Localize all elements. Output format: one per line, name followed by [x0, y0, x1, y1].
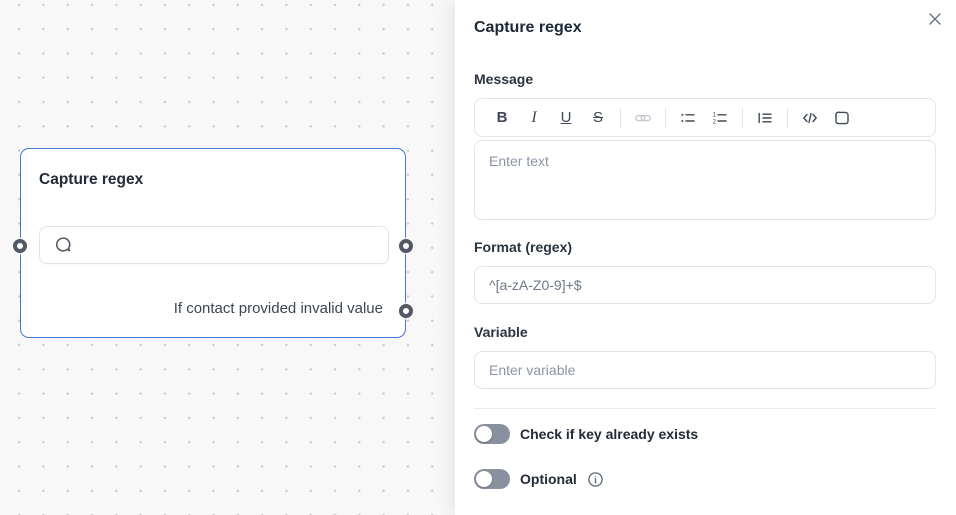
- italic-button[interactable]: I: [521, 105, 547, 131]
- close-icon: [927, 11, 943, 27]
- link-button[interactable]: [630, 105, 656, 131]
- link-icon: [634, 109, 652, 127]
- format-regex-label: Format (regex): [474, 239, 573, 255]
- input-port-left[interactable]: [13, 239, 27, 253]
- blockquote-button[interactable]: [752, 105, 778, 131]
- bold-button[interactable]: B: [489, 105, 515, 131]
- format-regex-input[interactable]: [474, 266, 936, 304]
- strikethrough-button[interactable]: S: [585, 105, 611, 131]
- settings-panel: Capture regex Message B I U S: [455, 0, 956, 515]
- bulleted-list-button[interactable]: [675, 105, 701, 131]
- node-message-preview[interactable]: [39, 226, 389, 264]
- code-block-icon: [833, 109, 851, 127]
- section-divider: [474, 408, 936, 409]
- svg-text:2: 2: [713, 119, 717, 125]
- message-label: Message: [474, 71, 534, 87]
- toolbar-divider: [665, 107, 666, 128]
- numbered-list-button[interactable]: 1 2: [707, 105, 733, 131]
- check-key-toggle-row: Check if key already exists: [474, 424, 698, 444]
- node-error-label: If contact provided invalid value: [173, 300, 383, 317]
- richtext-toolbar: B I U S: [474, 98, 936, 137]
- toggle-knob: [476, 471, 492, 487]
- output-port-right[interactable]: [399, 239, 413, 253]
- code-icon: [801, 109, 819, 127]
- flow-canvas[interactable]: Capture regex If contact provided invali…: [0, 0, 455, 515]
- toolbar-divider: [620, 107, 621, 128]
- blockquote-icon: [756, 109, 774, 127]
- node-title: Capture regex: [39, 171, 144, 188]
- toggle-knob: [476, 426, 492, 442]
- bulleted-list-icon: [679, 109, 697, 127]
- optional-toggle[interactable]: [474, 469, 510, 489]
- check-key-label: Check if key already exists: [520, 426, 699, 442]
- error-output-port[interactable]: [399, 304, 413, 318]
- code-block-button[interactable]: [829, 105, 855, 131]
- code-button[interactable]: [797, 105, 823, 131]
- optional-info-button[interactable]: [587, 470, 605, 488]
- optional-label: Optional: [520, 471, 577, 487]
- underline-button[interactable]: U: [553, 105, 579, 131]
- info-icon: [587, 471, 604, 488]
- variable-label: Variable: [474, 324, 528, 340]
- variable-input[interactable]: [474, 351, 936, 389]
- toolbar-divider: [787, 107, 788, 128]
- message-textarea[interactable]: [474, 140, 936, 220]
- chat-bubble-icon: [53, 235, 73, 255]
- capture-regex-node[interactable]: Capture regex If contact provided invali…: [13, 148, 413, 338]
- panel-title: Capture regex: [474, 19, 582, 36]
- close-button[interactable]: [923, 7, 947, 31]
- svg-text:1: 1: [713, 112, 717, 118]
- optional-toggle-row: Optional: [474, 469, 605, 489]
- toolbar-divider: [742, 107, 743, 128]
- numbered-list-icon: 1 2: [711, 109, 729, 127]
- check-key-toggle[interactable]: [474, 424, 510, 444]
